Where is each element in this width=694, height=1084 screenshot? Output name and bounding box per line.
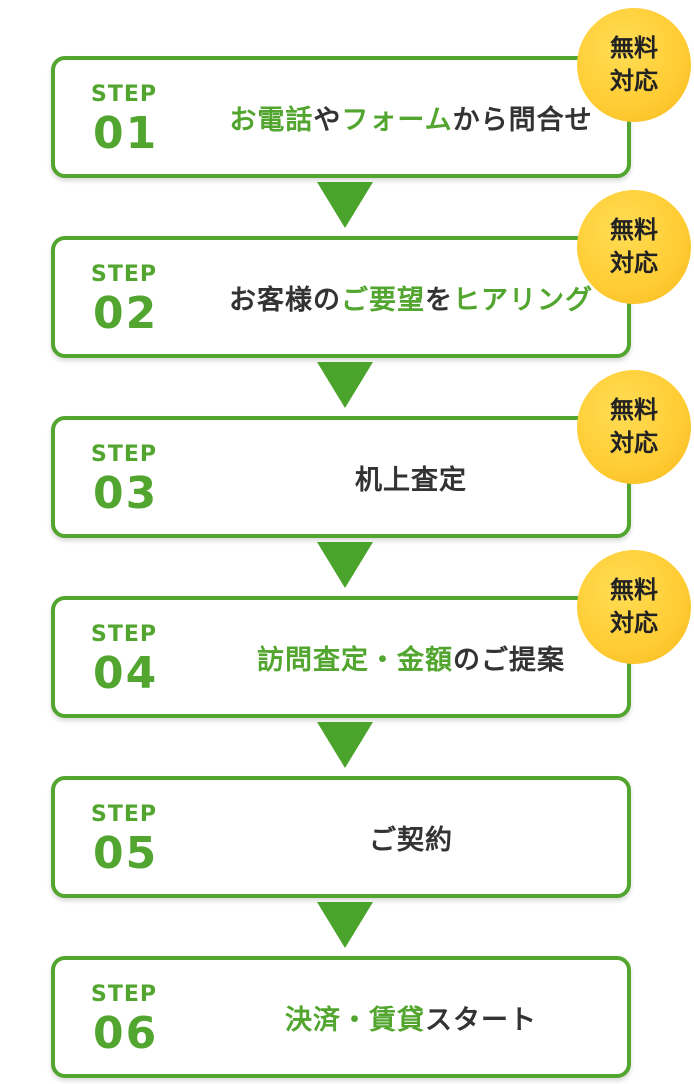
- badge-line1: 無料: [610, 396, 658, 424]
- step-box-05: STEP 05 ご契約: [51, 776, 631, 898]
- step-title: 訪問査定・金額のご提案: [205, 600, 617, 714]
- step-title: 机上査定: [205, 420, 617, 534]
- step-number: 05: [93, 828, 159, 879]
- step-label: STEP: [91, 802, 158, 827]
- step-title-part: お客様の: [229, 284, 341, 316]
- step-title-part: スタート: [425, 1004, 537, 1036]
- free-badge-01: 無料 対応: [577, 8, 691, 122]
- down-arrow-icon: [317, 902, 373, 948]
- step-title-part: 机上査定: [355, 464, 467, 496]
- step-title-part: のご提案: [453, 644, 565, 676]
- step-title-part: フォーム: [341, 104, 453, 136]
- step-title-part: お電話: [229, 104, 314, 136]
- step-box-06: STEP 06 決済・賃貸スタート: [51, 956, 631, 1078]
- step-title-part: や: [313, 104, 342, 136]
- badge-line2: 対応: [610, 609, 658, 637]
- down-arrow-icon: [317, 542, 373, 588]
- step-title-part: を: [425, 284, 453, 316]
- down-arrow-icon: [317, 362, 373, 408]
- step-title-part: 決済・賃貸: [285, 1004, 425, 1036]
- badge-line2: 対応: [610, 249, 658, 277]
- step-box-03: STEP 03 机上査定: [51, 416, 631, 538]
- step-label: STEP: [91, 622, 158, 647]
- step-title: お客様のご要望をヒアリング: [205, 240, 617, 354]
- step-title-part: から問合せ: [452, 104, 593, 136]
- down-arrow-icon: [317, 182, 373, 228]
- down-arrow-icon: [317, 722, 373, 768]
- step-title: お電話やフォームから問合せ: [205, 60, 617, 174]
- step-label: STEP: [91, 262, 158, 287]
- step-label: STEP: [91, 442, 158, 467]
- free-badge-03: 無料 対応: [577, 370, 691, 484]
- step-title: 決済・賃貸スタート: [205, 960, 617, 1074]
- badge-line1: 無料: [610, 216, 658, 244]
- step-box-04: STEP 04 訪問査定・金額のご提案: [51, 596, 631, 718]
- step-label: STEP: [91, 982, 158, 1007]
- step-title-part: ご要望: [341, 284, 425, 316]
- badge-line2: 対応: [610, 429, 658, 457]
- free-badge-04: 無料 対応: [577, 550, 691, 664]
- step-number: 01: [93, 108, 159, 159]
- step-title-part: ご契約: [369, 824, 453, 856]
- free-badge-02: 無料 対応: [577, 190, 691, 304]
- step-title-part: ヒアリング: [453, 284, 593, 316]
- step-number: 06: [93, 1008, 159, 1059]
- badge-line2: 対応: [610, 67, 658, 95]
- step-title: ご契約: [205, 780, 617, 894]
- badge-line1: 無料: [610, 34, 658, 62]
- step-number: 04: [93, 648, 159, 699]
- step-label: STEP: [91, 82, 158, 107]
- step-box-01: STEP 01 お電話やフォームから問合せ: [51, 56, 631, 178]
- step-title-part: 訪問査定・金額: [257, 644, 453, 676]
- step-number: 02: [93, 288, 159, 339]
- badge-line1: 無料: [610, 576, 658, 604]
- step-number: 03: [93, 468, 159, 519]
- step-box-02: STEP 02 お客様のご要望をヒアリング: [51, 236, 631, 358]
